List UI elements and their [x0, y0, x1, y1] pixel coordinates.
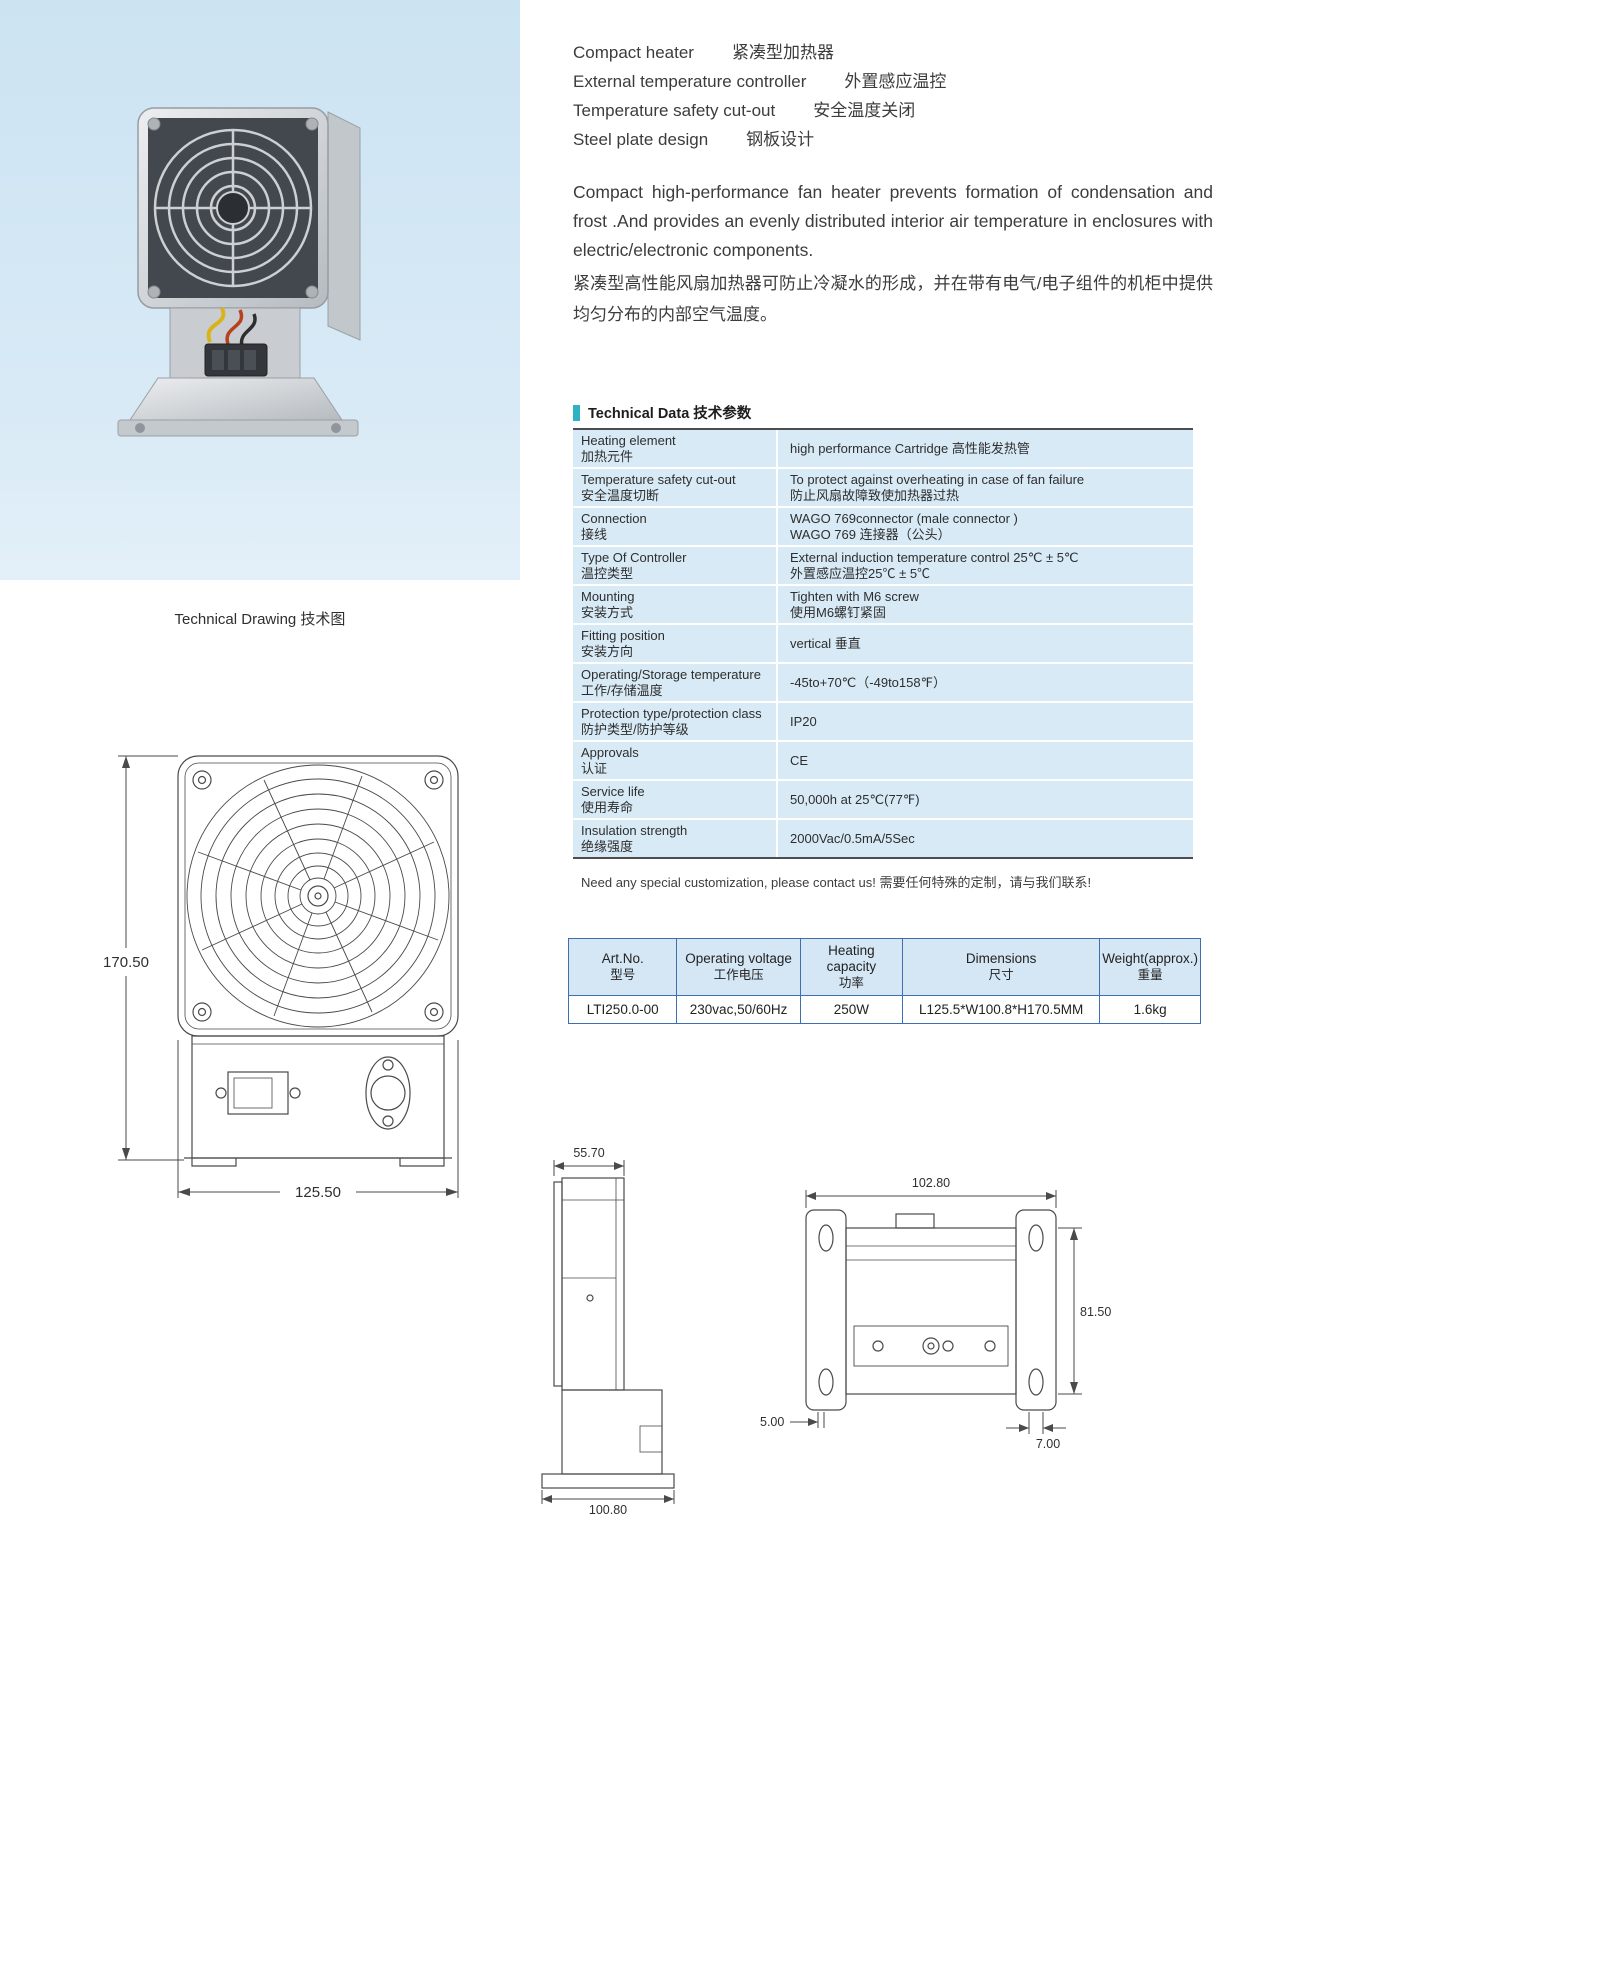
front-height-dim: 170.50	[103, 954, 149, 971]
side-depth-dim: 55.70	[573, 1148, 604, 1160]
feature-item: External temperature controller 外置感应温控	[573, 67, 946, 96]
spec-capacity: 250W	[799, 995, 904, 1024]
row-value-cn: 使用M6螺钉紧固	[790, 604, 887, 620]
row-value: IP20	[790, 713, 817, 729]
spec-dimensions: L125.5*W100.8*H170.5MM	[902, 995, 1101, 1024]
row-label-cn: 温控类型	[581, 565, 634, 581]
product-description: Compact high-performance fan heater prev…	[573, 178, 1213, 330]
row-value: Tighten with M6 screw	[790, 589, 919, 604]
row-value-cn: 防止风扇故障致使加热器过热	[790, 487, 960, 503]
feature-en: Steel plate design	[573, 130, 709, 149]
row-label-cn: 接线	[581, 526, 608, 542]
row-label-en: Operating/Storage temperature	[581, 667, 761, 682]
back-width-dim: 102.80	[912, 1176, 950, 1190]
technical-data-title: Technical Data 技术参数	[588, 406, 752, 422]
description-cn: 紧凑型高性能风扇加热器可防止冷凝水的形成，并在带有电气/电子组件的机柜中提供均匀…	[573, 274, 1213, 324]
spec-weight: 1.6kg	[1099, 995, 1201, 1024]
feature-list: Compact heater 紧凑型加热器 External temperatur…	[573, 38, 946, 154]
row-label-en: Temperature safety cut-out	[581, 472, 736, 487]
feature-cn: 紧凑型加热器	[731, 43, 834, 62]
product-photo	[117, 107, 361, 437]
row-value-cn: 外置感应温控25℃ ± 5℃	[790, 565, 931, 581]
description-en: Compact high-performance fan heater prev…	[573, 182, 1213, 260]
feature-cn: 外置感应温控	[844, 72, 947, 91]
feature-cn: 安全温度关闭	[813, 101, 916, 120]
row-label-en: Mounting	[581, 589, 635, 604]
front-width-dim: 125.50	[295, 1184, 341, 1201]
row-label-cn: 安全温度切断	[581, 487, 660, 503]
row-label-en: Protection type/protection class	[581, 706, 762, 721]
row-label-cn: 工作/存储温度	[581, 682, 663, 698]
feature-item: Temperature safety cut-out 安全温度关闭	[573, 96, 946, 125]
technical-drawing-label: Technical Drawing 技术图	[174, 611, 346, 628]
row-value-cn: WAGO 769 连接器（公头）	[790, 526, 951, 542]
row-value: WAGO 769connector (male connector )	[790, 511, 1018, 526]
customization-note: Need any special customization, please c…	[581, 875, 1092, 890]
row-label-cn: 加热元件	[581, 448, 634, 464]
feature-en: Compact heater	[573, 43, 694, 62]
row-value: -45to+70℃（-49to158℉）	[790, 674, 946, 690]
row-value: To protect against overheating in case o…	[790, 472, 1085, 487]
row-value: high performance Cartridge 高性能发热管	[790, 440, 1030, 456]
spec-artno: LTI250.0-00	[567, 995, 678, 1024]
back-view-drawing: 102.80 81.50 5.00 7.00	[760, 1176, 1111, 1451]
row-label-en: Type Of Controller	[581, 550, 687, 565]
feature-en: External temperature controller	[573, 72, 807, 91]
product-photo-panel	[0, 0, 520, 580]
feature-en: Temperature safety cut-out	[573, 101, 776, 120]
back-offset-right-dim: 7.00	[1036, 1437, 1060, 1451]
row-label-cn: 防护类型/防护等级	[581, 721, 689, 737]
accent-bar	[573, 404, 580, 421]
row-label-en: Service life	[581, 784, 645, 799]
row-label-cn: 绝缘强度	[581, 838, 634, 854]
spec-header-weight: Weight(approx.)重量	[1099, 938, 1201, 996]
spec-header-artno: Art.No.型号	[567, 938, 678, 996]
spec-voltage: 230vac,50/60Hz	[676, 995, 801, 1024]
row-value: External induction temperature control 2…	[790, 550, 1079, 565]
row-label-cn: 认证	[581, 760, 608, 776]
row-value: vertical 垂直	[790, 635, 861, 651]
row-value: 50,000h at 25℃(77℉)	[790, 791, 920, 807]
row-label-en: Insulation strength	[581, 823, 688, 838]
back-offset-left-dim: 5.00	[760, 1415, 784, 1429]
technical-data-header: Technical Data 技术参数	[573, 402, 1193, 430]
side-view-drawing: 55.70 100.80	[541, 1148, 675, 1517]
row-label-en: Approvals	[581, 745, 639, 760]
row-label-en: Fitting position	[581, 628, 665, 643]
row-value: CE	[790, 752, 809, 768]
row-label-en: Connection	[581, 511, 647, 526]
row-label-en: Heating element	[581, 433, 676, 448]
front-view-drawing: 170.50 125.50	[103, 755, 459, 1201]
spec-data-row: LTI250.0-00 230vac,50/60Hz 250W L125.5*W…	[567, 995, 1201, 1024]
row-label-cn: 安装方向	[581, 643, 634, 659]
side-base-dim: 100.80	[589, 1503, 627, 1517]
feature-cn: 钢板设计	[746, 130, 815, 149]
row-value: 2000Vac/0.5mA/5Sec	[790, 830, 915, 846]
fan-heater-illustration	[117, 107, 361, 437]
row-label-cn: 安装方式	[581, 604, 634, 620]
row-label-cn: 使用寿命	[581, 799, 634, 815]
feature-item: Steel plate design 钢板设计	[573, 125, 946, 154]
back-height-dim: 81.50	[1080, 1305, 1111, 1319]
feature-item: Compact heater 紧凑型加热器	[573, 38, 946, 67]
